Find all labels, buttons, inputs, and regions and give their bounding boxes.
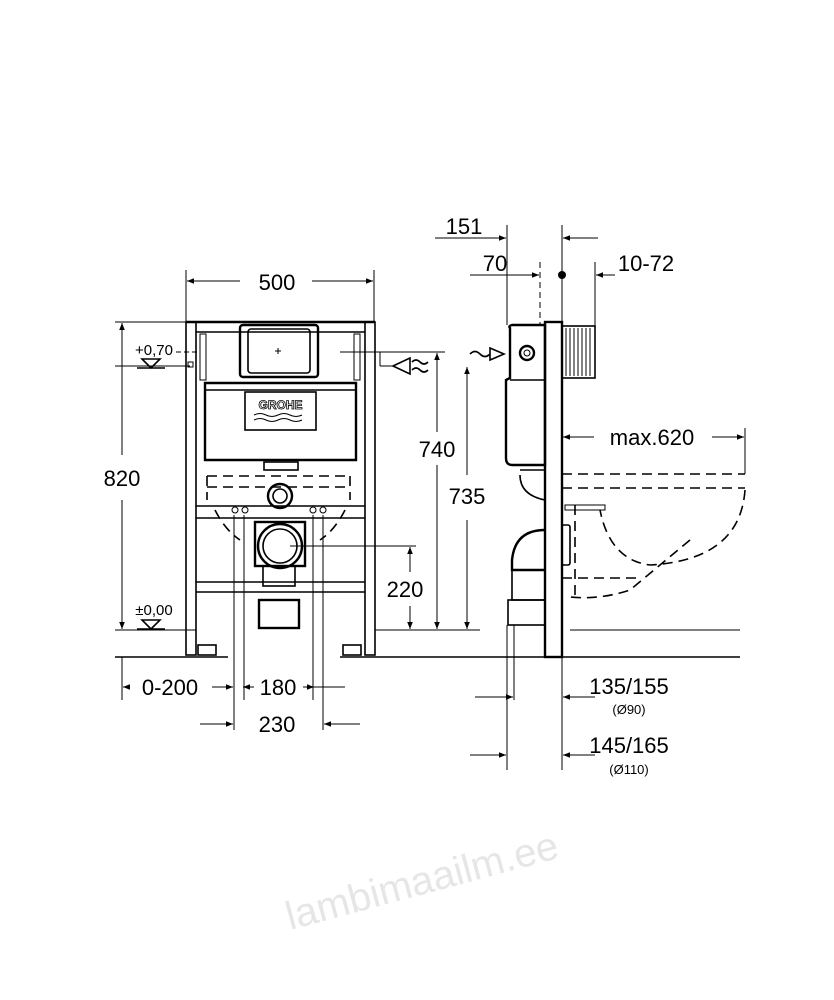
side-view-frame — [469, 320, 746, 659]
diam-90: (Ø90) — [612, 702, 645, 717]
dim-135-155: 135/155 — [589, 674, 669, 699]
diam-110: (Ø110) — [609, 762, 649, 777]
level-top: +0,70 — [135, 342, 173, 359]
dim-offset: 0-200 — [142, 675, 198, 700]
front-view-frame: GROHE — [185, 320, 376, 656]
grohe-logo: GROHE — [258, 398, 302, 412]
dim-height-820: 820 — [104, 466, 141, 491]
dim-inlet-740: 740 — [419, 437, 456, 462]
dim-180: 180 — [260, 675, 297, 700]
front-dimensions — [119, 270, 445, 730]
dim-70: 70 — [483, 251, 507, 276]
dim-width-500: 500 — [259, 270, 296, 295]
dim-151: 151 — [446, 214, 483, 239]
dim-outlet-220: 220 — [387, 577, 424, 602]
level-zero: ±0,00 — [135, 602, 172, 619]
dim-10-72: 10-72 — [618, 251, 674, 276]
dim-inlet-735: 735 — [449, 484, 486, 509]
floor-lines — [115, 321, 740, 658]
dim-145-165: 145/165 — [589, 733, 669, 758]
dim-max-620: max.620 — [610, 425, 694, 450]
watermark: lambimaailm.ee — [281, 824, 563, 939]
dim-230: 230 — [259, 712, 296, 737]
side-dimensions — [435, 225, 746, 770]
